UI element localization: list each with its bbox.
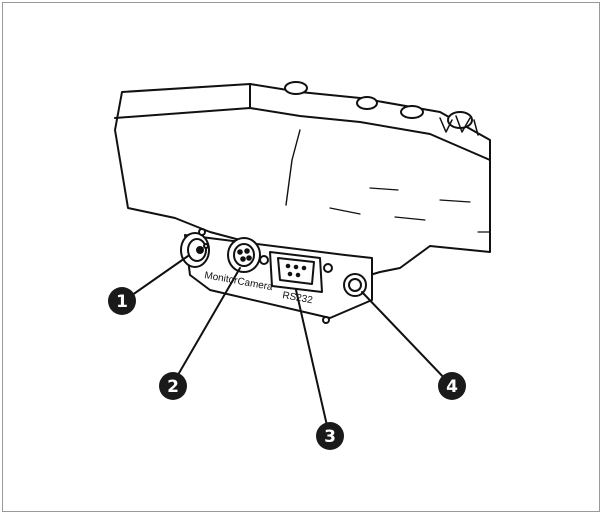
leader-line-1	[124, 255, 189, 301]
knob-3	[400, 105, 424, 119]
callout-2: 2	[159, 372, 187, 400]
svg-text:3: 3	[324, 427, 336, 447]
leader-line-2	[174, 267, 241, 381]
leader-line-4	[361, 291, 449, 383]
knob-2	[356, 96, 378, 110]
device-top-rim	[114, 107, 491, 161]
callout-4: 4	[438, 372, 466, 400]
svg-text:2: 2	[167, 377, 179, 397]
leader-line-3	[295, 289, 329, 431]
port-label-rs232: RS232	[281, 290, 313, 306]
knob-1	[284, 81, 308, 95]
callout-1: 1	[108, 287, 136, 315]
callout-3: 3	[316, 422, 344, 450]
svg-text:4: 4	[446, 377, 458, 397]
svg-text:1: 1	[116, 292, 128, 312]
